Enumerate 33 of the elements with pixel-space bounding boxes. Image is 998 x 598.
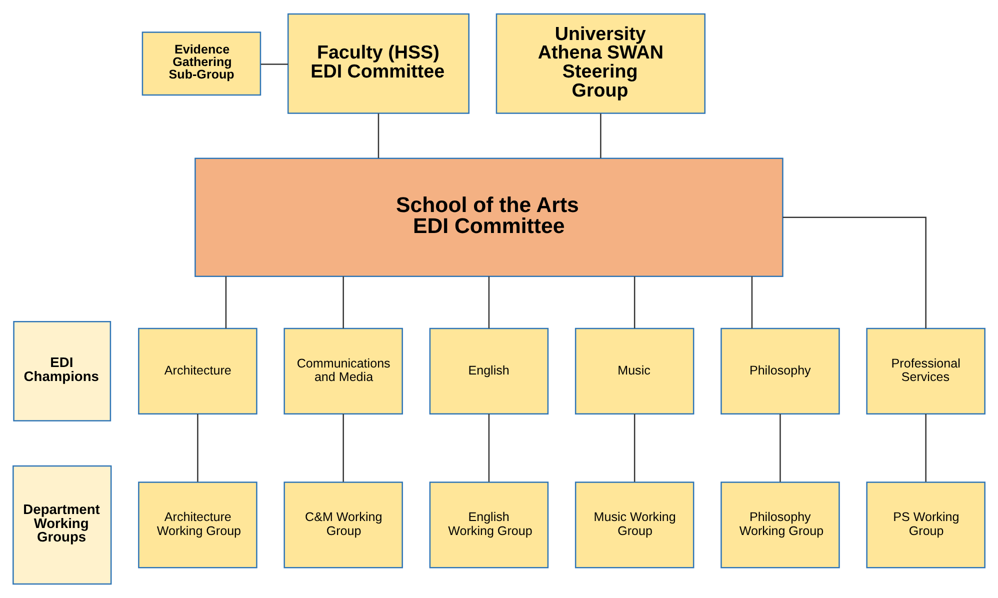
connector xyxy=(488,414,490,482)
node-box: School of the Arts EDI Committee xyxy=(194,158,784,278)
node-box: Professional Services xyxy=(866,328,986,414)
connector xyxy=(600,114,602,158)
connector xyxy=(634,414,636,482)
connector xyxy=(751,276,753,328)
node-box: English Working Group xyxy=(429,482,549,568)
node-box: Music xyxy=(574,328,694,414)
node-box: University Athena SWAN Steering Group xyxy=(496,13,706,114)
node-box: Architecture Working Group xyxy=(138,482,258,568)
node-box: PS Working Group xyxy=(866,482,986,568)
node-box: Philosophy Working Group xyxy=(720,482,840,568)
connector xyxy=(780,414,781,482)
connector xyxy=(197,414,198,482)
connector xyxy=(342,414,344,482)
node-box: C&M Working Group xyxy=(284,482,403,568)
node-box: Music Working Group xyxy=(574,482,694,568)
connector xyxy=(342,276,344,328)
node-box: Architecture xyxy=(138,328,258,414)
node-box: Department Working Groups xyxy=(12,465,112,585)
node-box: Communications and Media xyxy=(284,328,403,414)
connector xyxy=(260,64,288,65)
connector xyxy=(634,276,636,328)
node-box: Evidence Gathering Sub-Group xyxy=(142,32,262,96)
node-box: EDI Champions xyxy=(13,320,112,422)
connector xyxy=(782,216,926,328)
connector xyxy=(488,276,490,328)
node-box: Faculty (HSS) EDI Committee xyxy=(287,13,470,114)
node-box: English xyxy=(429,328,549,414)
connector xyxy=(925,414,926,482)
node-box: Philosophy xyxy=(720,328,840,414)
connector xyxy=(225,276,227,328)
connector xyxy=(378,114,380,158)
